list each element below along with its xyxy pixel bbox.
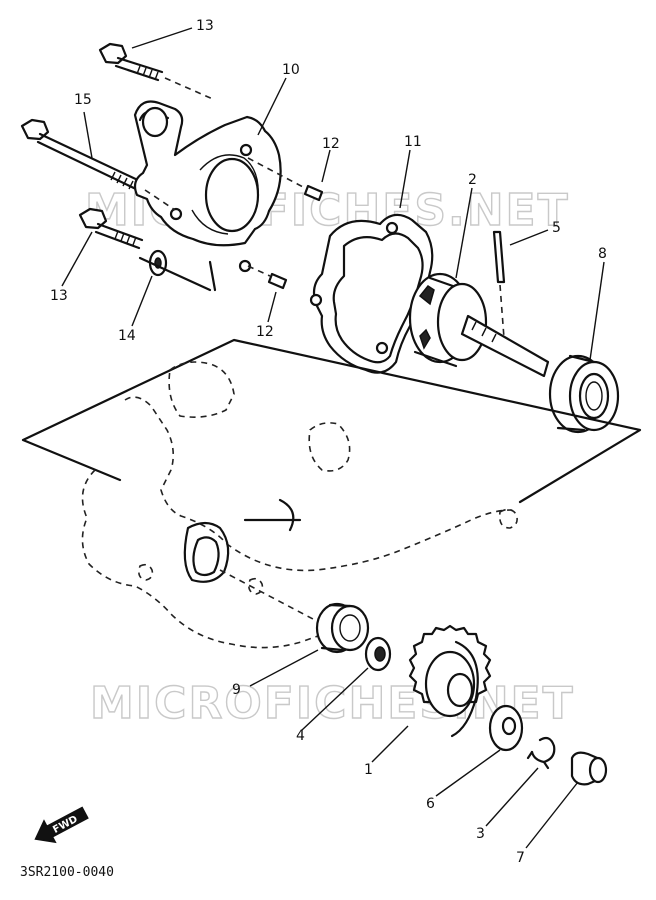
- callout-3: 3: [476, 826, 485, 842]
- callout-10: 10: [282, 62, 300, 78]
- callout-15: 15: [74, 92, 92, 108]
- forward-arrow-icon: FWD: [34, 806, 89, 844]
- callout-9: 9: [232, 682, 241, 698]
- gear-1: [408, 624, 492, 738]
- circlip-3: [526, 736, 556, 770]
- leader-lines: [61, 27, 605, 849]
- dowel-pin-12-lower: [247, 265, 288, 290]
- callout-4: 4: [296, 728, 305, 744]
- bearing-8: [548, 354, 620, 434]
- crankcase-outline: [21, 338, 642, 649]
- pin-5: [492, 230, 506, 339]
- callout-12-upper: 12: [322, 136, 340, 152]
- bolt-bracket-line: [138, 256, 217, 292]
- collar-7: [570, 751, 608, 786]
- bearing-9: [315, 602, 370, 654]
- drawing-code: 3SR2100-0040: [20, 865, 114, 880]
- washer-6: [488, 704, 524, 752]
- impeller-shaft-2: [408, 272, 550, 378]
- bolt-13-lower: [78, 207, 144, 250]
- callout-11: 11: [404, 134, 422, 150]
- callout-13-top: 13: [196, 18, 214, 34]
- callout-7: 7: [516, 850, 525, 866]
- bolt-15-long: [20, 118, 144, 192]
- callout-5: 5: [552, 220, 561, 236]
- callout-1: 1: [364, 762, 373, 778]
- callout-labels: 13 10 15 12 11 2 5 8 13 14 12 9 4 1 6 3 …: [50, 18, 607, 866]
- pump-cover-10: [133, 100, 282, 273]
- callout-14: 14: [118, 328, 136, 344]
- callout-12-lower: 12: [256, 324, 274, 340]
- dowel-pin-12-upper: [247, 157, 324, 202]
- callout-6: 6: [426, 796, 435, 812]
- gasket-11: [309, 213, 434, 374]
- callout-2: 2: [468, 172, 477, 188]
- callout-13-lower: 13: [50, 288, 68, 304]
- washer-4: [364, 636, 392, 672]
- callout-8: 8: [598, 246, 607, 262]
- bolt-13-top: [98, 42, 216, 101]
